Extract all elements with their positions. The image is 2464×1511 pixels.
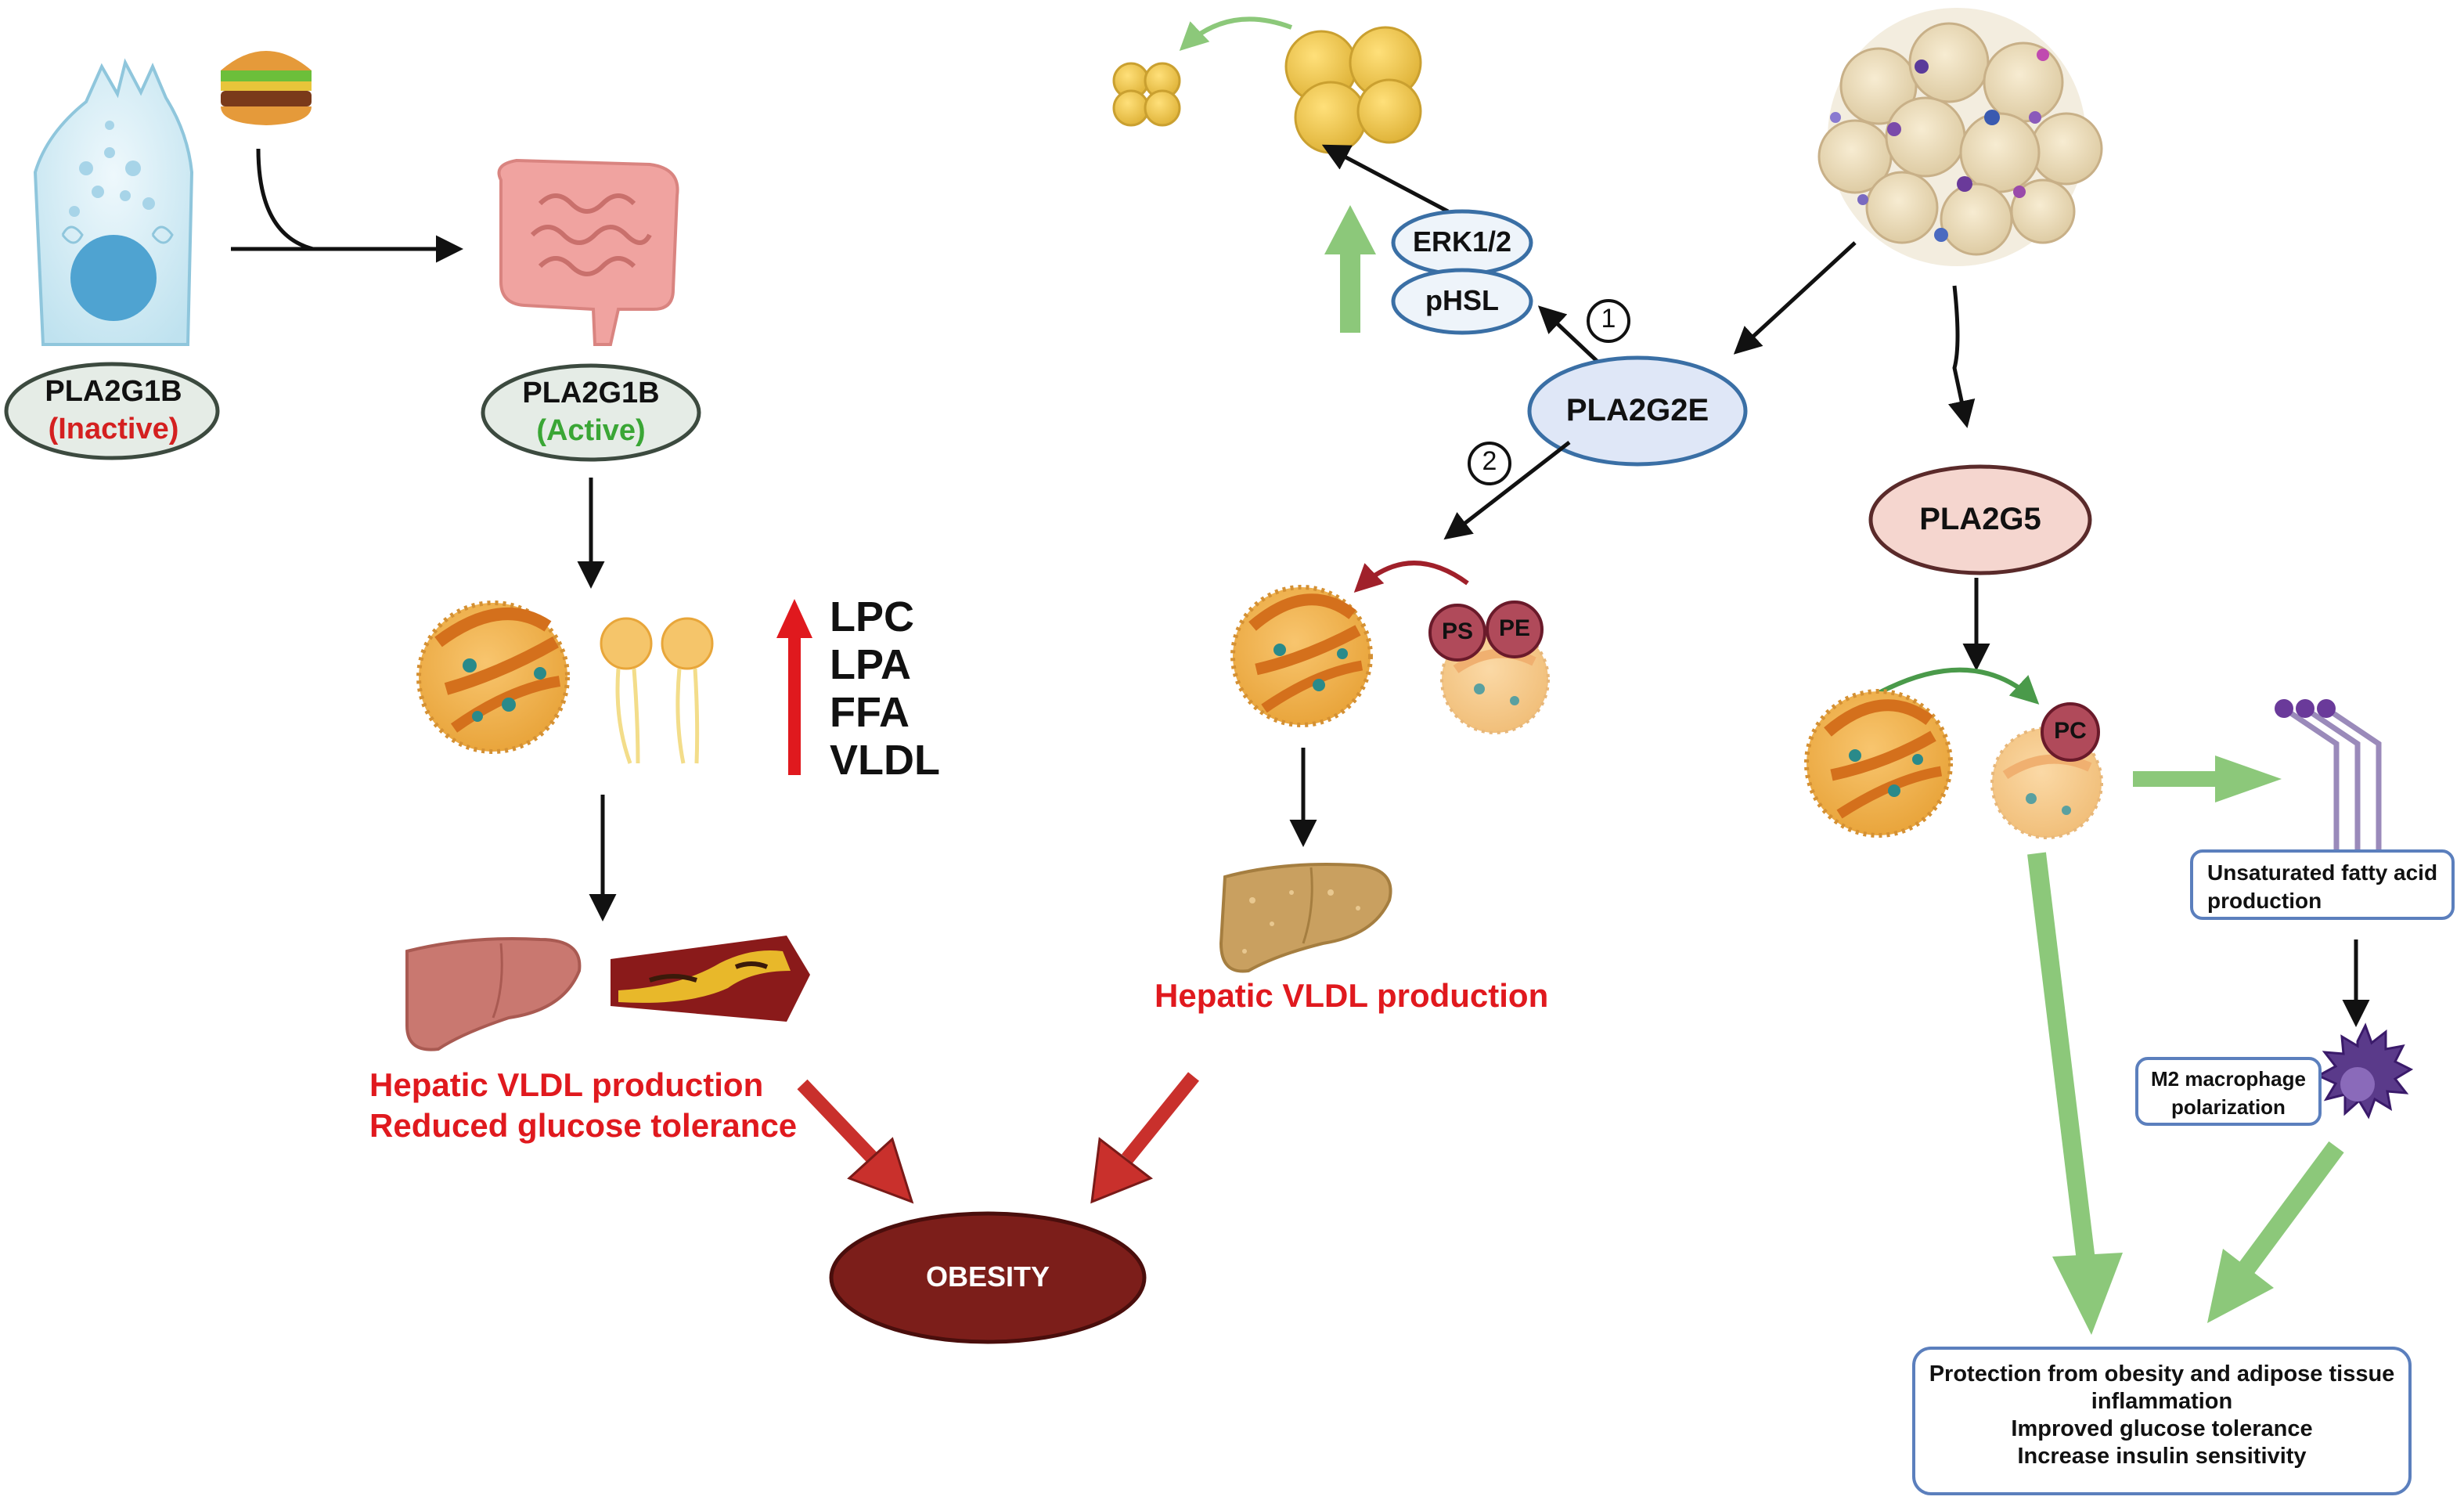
lipoprotein-middle-icon	[1230, 585, 1373, 727]
arrow-lipoprotein-to-protection	[2027, 852, 2123, 1335]
arrow-erk-to-fatcells	[1321, 144, 1450, 214]
obesity-label: OBESITY	[925, 1260, 1050, 1293]
fatty-liver-icon	[1219, 863, 1392, 973]
pla2g1b-active-name: PLA2G1B	[522, 377, 660, 409]
m2-macrophage-box: M2 macrophage polarization	[2135, 1057, 2322, 1126]
phsl-node	[1391, 268, 1533, 335]
arrow-pla2g2e-to-lipoprotein	[1443, 441, 1571, 540]
arrow-pc-hydrolysis	[1873, 667, 2040, 705]
unsaturated-fatty-acid-box: Unsaturated fatty acid production	[2190, 849, 2455, 920]
lipid-lpa: LPA	[830, 641, 911, 688]
intestine-icon	[497, 158, 679, 346]
liver-icon	[405, 937, 582, 1051]
effect-hepatic-vldl-middle: Hepatic VLDL production	[1155, 977, 1549, 1014]
pc-label: PC	[2054, 718, 2087, 744]
obesity-node	[829, 1211, 1147, 1344]
step-two-marker	[1468, 442, 1511, 485]
step-one-marker	[1587, 299, 1630, 343]
erk-label: ERK1/2	[1412, 225, 1512, 258]
adipose-tissue-icon	[1817, 8, 2103, 266]
lipoprotein-right-icon	[1804, 689, 1953, 838]
effect-glucose-tolerance: Reduced glucose tolerance	[369, 1107, 798, 1144]
phsl-label: pHSL	[1425, 284, 1499, 316]
arrow-to-fatty-acids	[2133, 756, 2282, 802]
protection-box: Protection from obesity and adipose tiss…	[1912, 1347, 2412, 1495]
ps-label: PS	[1441, 618, 1474, 644]
pla2g1b-inactive-label: PLA2G1B (Inactive)	[16, 373, 211, 448]
pla2g1b-active-state: (Active)	[536, 414, 646, 447]
arrow-left-to-obesity	[797, 1079, 914, 1204]
small-fat-cells-icon	[1112, 62, 1181, 127]
pla2g1b-active-label: PLA2G1B (Active)	[493, 374, 689, 449]
pla2g1b-inactive-node	[4, 362, 220, 460]
fatty-acid-chains-icon	[2275, 699, 2382, 857]
pla2g1b-active-node	[481, 363, 701, 462]
step-one-label: 1	[1601, 304, 1616, 334]
arrow-adipose-to-pla2g5	[1948, 285, 1976, 428]
arrow-burger-merge	[256, 148, 314, 251]
arrow-middle-to-obesity	[1090, 1072, 1199, 1204]
pla2g5-node	[1868, 464, 2092, 575]
pla2g2e-label: PLA2G2E	[1565, 393, 1709, 427]
lysophospholipid-icon	[600, 617, 714, 764]
burger-icon	[221, 51, 312, 125]
pla2g1b-inactive-state: (Inactive)	[48, 413, 179, 445]
effect-hepatic-vldl-left: Hepatic VLDL production	[369, 1066, 764, 1103]
arrow-phospholipid-hydrolysis	[1353, 561, 1469, 593]
protection-line-2: Improved glucose tolerance	[2011, 1416, 2313, 1441]
step-two-label: 2	[1482, 446, 1497, 476]
ps-badge	[1428, 604, 1486, 662]
increased-lipids-list: LPC LPA FFA VLDL	[830, 593, 940, 784]
pe-badge	[1486, 600, 1544, 658]
artery-plaque-icon	[611, 936, 810, 1022]
arrow-lipolysis-shrink	[1179, 16, 1293, 51]
protection-line-1: Protection from obesity and adipose tiss…	[1929, 1361, 2395, 1414]
lipid-ffa: FFA	[830, 689, 910, 736]
pla2g5-label: PLA2G5	[1919, 502, 2041, 536]
lipoprotein-icon	[416, 600, 570, 754]
increase-arrow-icon	[776, 599, 812, 775]
protection-line-3: Increase insulin sensitivity	[2017, 1444, 2307, 1469]
pc-badge	[2041, 702, 2100, 762]
pla2g1b-inactive-name: PLA2G1B	[45, 375, 182, 408]
macrophage-icon	[2315, 1022, 2414, 1120]
upregulation-arrow-icon	[1324, 205, 1376, 333]
lipid-vldl: VLDL	[830, 737, 940, 784]
large-fat-cells-icon	[1284, 26, 1422, 154]
pla2g1b-effects: Hepatic VLDL production Reduced glucose …	[369, 1065, 797, 1146]
pla2g2e-node	[1527, 355, 1748, 467]
arrow-macrophage-to-protection	[2207, 1141, 2344, 1323]
acinar-cell-icon	[33, 58, 194, 346]
pe-label: PE	[1498, 615, 1531, 641]
lipid-lpc: LPC	[830, 593, 914, 640]
arrow-adipose-to-pla2g2e	[1733, 241, 1857, 355]
